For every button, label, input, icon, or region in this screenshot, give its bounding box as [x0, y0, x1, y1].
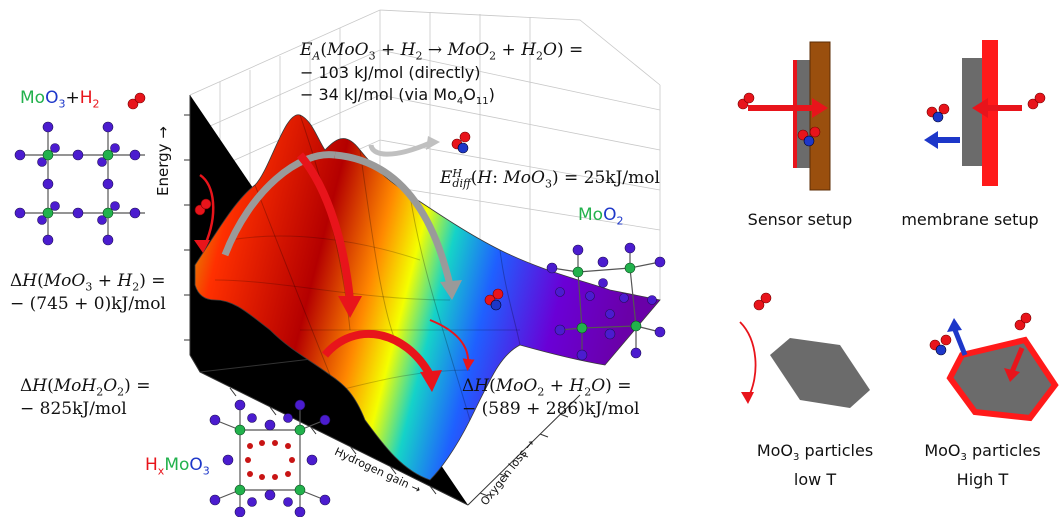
enthalpy-moo3-h2-l2: − (745 + 0)kJ/mol	[10, 294, 166, 314]
moo2-lattice	[546, 242, 666, 361]
sensor-setup-caption: Sensor setup	[747, 210, 853, 229]
moo3-h2-label: MoO3+H2	[20, 88, 100, 111]
h2o-molecule-top	[451, 131, 471, 154]
particles-highT-illustration	[929, 312, 1059, 422]
enthalpy-moo3-h2-l1: ΔH(MoO3 + H2) =	[10, 271, 166, 294]
particles-lowT-illustration	[739, 292, 870, 408]
activation-energy-line3: − 34 kJ/mol (via Mo4O11)	[300, 85, 495, 108]
enthalpy-moo2-h2o-l1: ΔH(MoO2 + H2O) =	[462, 376, 632, 399]
activation-energy-line1: EA(MoO3 + H2 → MoO2 + H2O) =	[300, 40, 584, 63]
hxmoo3-lattice	[209, 399, 331, 517]
h2o-molecule-mid	[484, 288, 504, 311]
h2-molecule-left	[194, 198, 212, 216]
hxmoo3-label: HxMoO3	[145, 455, 210, 478]
membrane-setup-caption: membrane setup	[901, 210, 1039, 229]
h2-molecule-title	[127, 92, 146, 110]
sensor-setup-illustration	[737, 41, 831, 191]
enthalpy-mohhoo-l2: − 825kJ/mol	[20, 399, 127, 419]
enthalpy-moo2-h2o-l2: − (589 + 286)kJ/mol	[462, 399, 640, 419]
activation-energy-line2: − 103 kJ/mol (directly)	[300, 63, 481, 82]
enthalpy-mohhoo-l1: ΔH(MoH2O2) =	[20, 376, 151, 399]
moo3-lattice	[14, 121, 145, 246]
membrane-setup-illustration	[924, 40, 1046, 186]
reaction-arrows	[194, 136, 475, 392]
energy-surface	[194, 114, 661, 481]
energy-axis-label: Energy →	[154, 126, 172, 196]
moo2-label: MoO2	[578, 205, 624, 228]
